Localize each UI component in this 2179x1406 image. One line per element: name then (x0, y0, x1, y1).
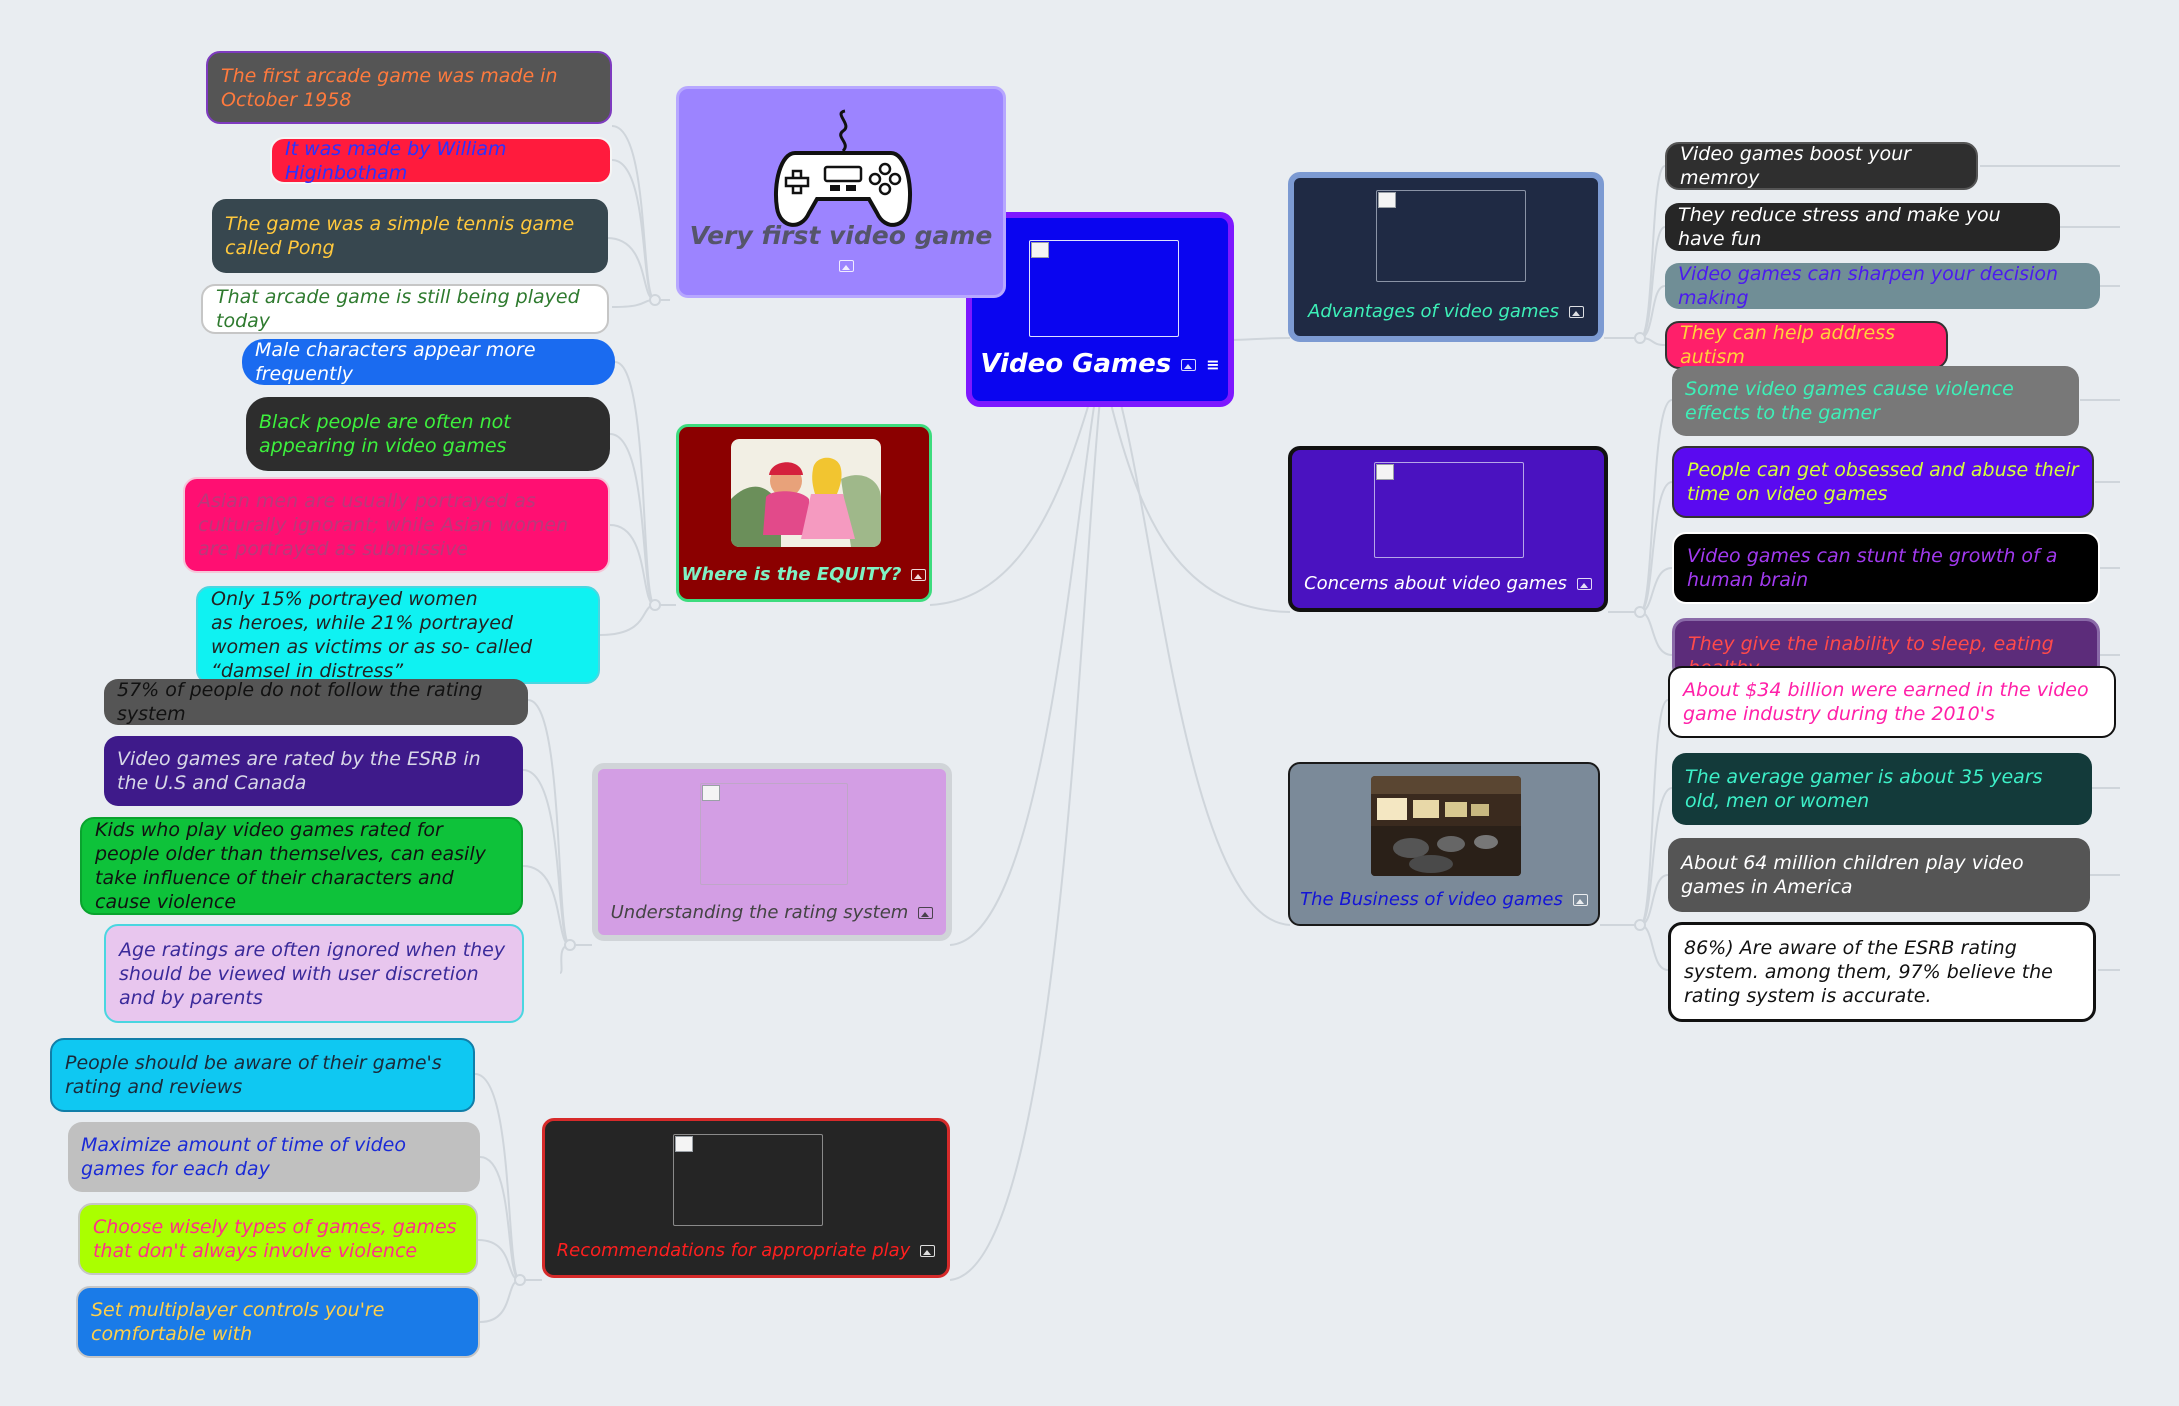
list-item[interactable]: 86%) Are aware of the ESRB rating system… (1668, 922, 2096, 1022)
list-item[interactable]: Kids who play video games rated for peop… (80, 817, 523, 915)
image-icon[interactable] (1568, 306, 1584, 318)
topic-image (673, 1134, 823, 1226)
list-item[interactable]: Video games can stunt the growth of a hu… (1672, 532, 2100, 604)
list-item[interactable]: Maximize amount of time of video games f… (68, 1122, 480, 1192)
arcade-room-photo (1371, 776, 1521, 876)
image-icon[interactable] (838, 260, 854, 272)
list-item[interactable]: The game was a simple tennis game called… (212, 199, 608, 273)
central-topic-label: Video Games (980, 349, 1172, 379)
topic-understanding-the-rating-system[interactable]: Understanding the rating system (592, 763, 952, 941)
gamepad-icon (774, 109, 912, 227)
list-item[interactable]: People can get obsessed and abuse their … (1672, 446, 2094, 518)
topic-label: Recommendations for appropriate play (556, 1240, 911, 1261)
topic-label: Understanding the rating system (610, 902, 909, 923)
image-icon[interactable] (911, 569, 927, 581)
topic-label: Where is the EQUITY? (681, 564, 902, 585)
topic-advantages-of-video-games[interactable]: Advantages of video games (1288, 172, 1604, 342)
list-item[interactable]: Asian men are usually portrayed as cultu… (183, 477, 610, 573)
list-item[interactable]: About $34 billion were earned in the vid… (1668, 666, 2116, 738)
list-item[interactable]: Some video games cause violence effects … (1672, 366, 2079, 436)
topic-very-first-video-game[interactable]: Very first video game (676, 86, 1006, 298)
list-item[interactable]: The first arcade game was made in Octobe… (206, 51, 612, 124)
list-item[interactable]: Set multiplayer controls you're comforta… (76, 1286, 480, 1358)
list-item[interactable]: They reduce stress and make you have fun (1665, 203, 2060, 251)
topic-label: Concerns about video games (1304, 573, 1567, 594)
topic-label: Very first video game (689, 221, 993, 250)
image-icon[interactable] (918, 907, 934, 919)
list-item[interactable]: Black people are often not appearing in … (246, 397, 610, 471)
topic-the-business-of-video-games[interactable]: The Business of video games (1288, 762, 1600, 926)
topic-image (1376, 190, 1526, 282)
list-item[interactable]: Only 15% portrayed women as heroes, whil… (196, 586, 600, 684)
central-topic[interactable]: Video Games ≡ (966, 212, 1234, 407)
list-item[interactable]: Choose wisely types of games, games that… (78, 1203, 478, 1275)
list-item[interactable]: Male characters appear more frequently (242, 339, 615, 385)
list-item[interactable]: The average gamer is about 35 years old,… (1672, 753, 2092, 825)
list-item[interactable]: It was made by William Higinbotham (270, 137, 612, 184)
topic-concerns-about-video-games[interactable]: Concerns about video games (1288, 446, 1608, 612)
image-icon[interactable] (1572, 894, 1588, 906)
topic-image (700, 783, 848, 885)
topic-where-is-the-equity[interactable]: Where is the EQUITY? (676, 424, 932, 602)
image-icon[interactable] (1576, 578, 1592, 590)
topic-label: The Business of video games (1300, 889, 1563, 910)
list-item[interactable]: Video games boost your memroy (1665, 142, 1978, 190)
notes-icon[interactable]: ≡ (1206, 355, 1220, 374)
image-icon[interactable] (1181, 358, 1197, 371)
list-item[interactable]: Video games can sharpen your decision ma… (1665, 263, 2100, 309)
list-item[interactable]: That arcade game is still being played t… (201, 284, 609, 334)
list-item[interactable]: Video games are rated by the ESRB in the… (104, 736, 523, 806)
topic-image (1374, 462, 1524, 558)
image-icon[interactable] (920, 1245, 936, 1257)
list-item[interactable]: 57% of people do not follow the rating s… (104, 679, 528, 725)
list-item[interactable]: People should be aware of their game's r… (50, 1038, 475, 1112)
topic-label: Advantages of video games (1308, 301, 1559, 322)
list-item[interactable]: Age ratings are often ignored when they … (104, 924, 524, 1023)
topic-recommendations-for-appropriate-play[interactable]: Recommendations for appropriate play (542, 1118, 950, 1278)
list-item[interactable]: They can help address autism (1665, 321, 1948, 369)
list-item[interactable]: About 64 million children play video gam… (1668, 838, 2090, 912)
mario-peach-picture (731, 439, 881, 547)
central-topic-image (1029, 240, 1179, 337)
